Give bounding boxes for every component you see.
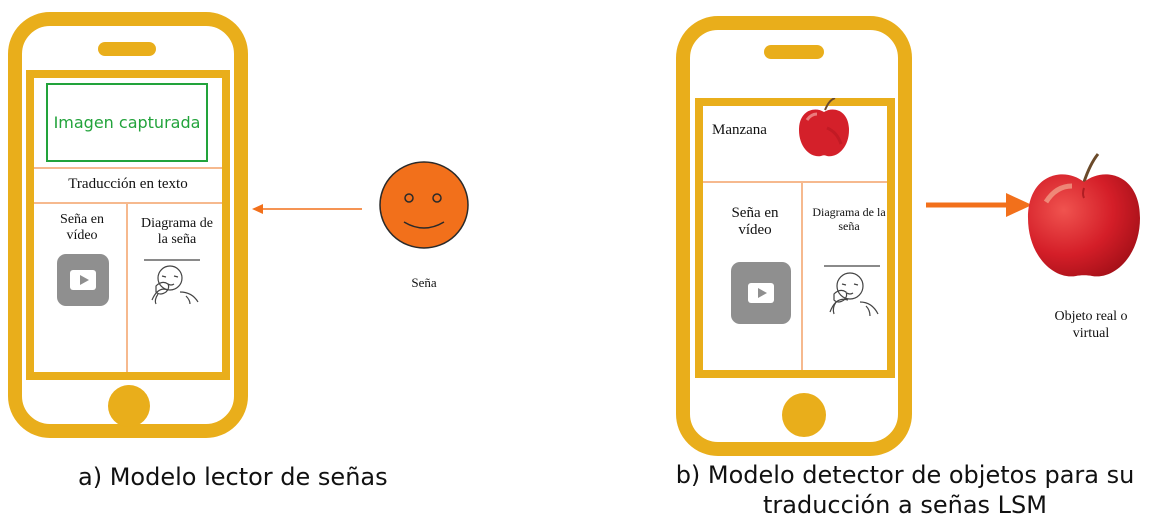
left-divider-vertical [126,203,128,372]
right-phone-screen [695,98,895,378]
right-phone-home-button [782,393,826,437]
captured-image-label: Imagen capturada [53,113,201,132]
text-translation-label: Traducción en texto [68,176,188,192]
captured-image-box: Imagen capturada [46,83,208,162]
left-video-label: Seña en vídeo [60,212,104,243]
right-sign-diagram-icon [824,265,880,317]
right-divider-vertical [801,182,803,370]
left-flow-arrow [252,204,362,214]
detected-object-label: Manzana [712,122,767,138]
left-sign-diagram-icon [144,259,200,305]
left-diagram-label: Diagrama de la seña [141,216,213,247]
caption-a: a) Modelo lector de señas [78,463,388,491]
left-phone-screen [26,70,230,380]
real-object-label: Objeto real o virtual [1054,309,1128,341]
left-divider-1 [34,167,222,169]
real-apple-icon [1028,153,1140,277]
right-divider-1 [703,181,887,183]
left-video-play-icon[interactable] [57,254,109,306]
right-video-label: Seña en vídeo [731,205,779,238]
sign-label: Seña [411,275,437,290]
caption-b: b) Modelo detector de objetos para su tr… [675,461,1135,519]
smiley-face-icon [379,161,469,249]
right-flow-arrow [926,193,1032,217]
right-video-play-icon[interactable] [731,262,791,324]
screen-apple-icon [799,98,849,157]
right-diagram-label: Diagrama de la seña [812,205,886,233]
right-phone-speaker [764,45,824,59]
left-phone-speaker [98,42,156,56]
left-phone-home-button [108,385,150,427]
left-divider-2 [34,202,222,204]
